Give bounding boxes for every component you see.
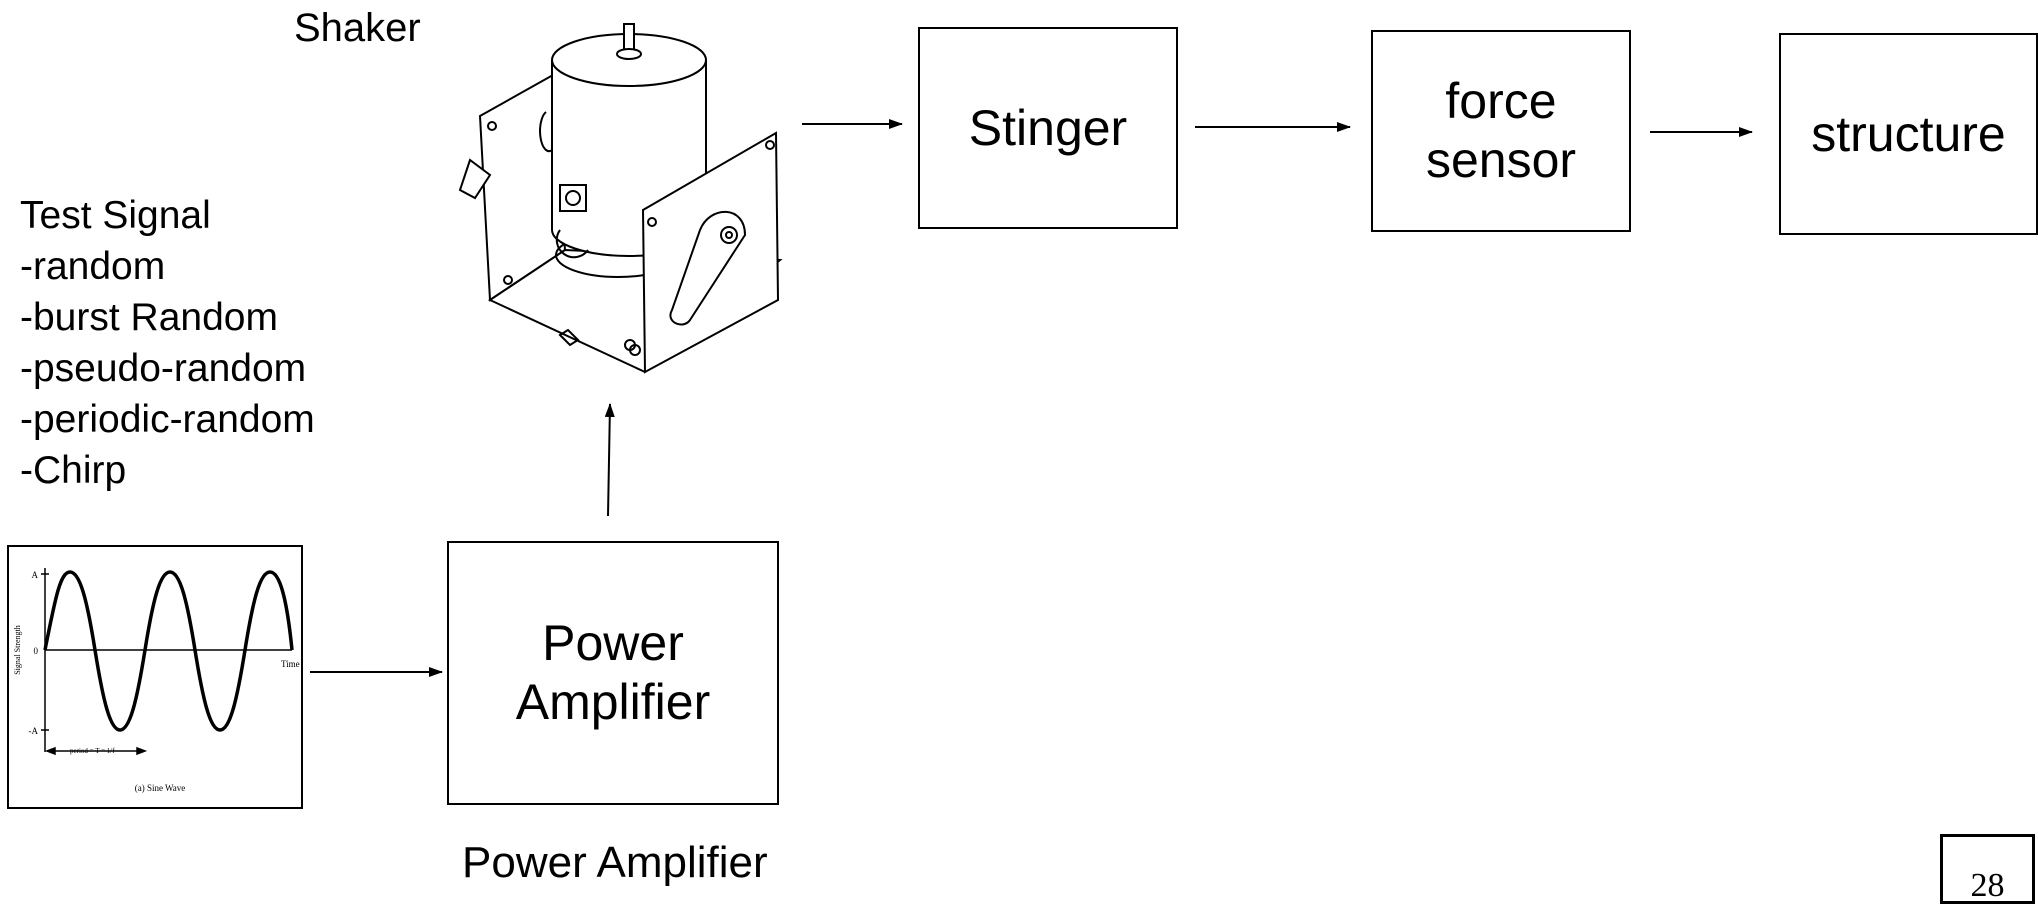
- sine-plot-axes: [41, 568, 292, 752]
- test-signal-heading: Test Signal: [20, 194, 211, 237]
- sine-wave-curve: [43, 570, 294, 732]
- sine-x-axis-label: Time: [281, 659, 300, 669]
- shaker-label: Shaker: [294, 6, 421, 50]
- period-indicator: [44, 746, 148, 756]
- test-signal-item: -periodic-random: [20, 398, 315, 441]
- sine-y-max-label: A: [32, 570, 39, 580]
- test-signal-list: Test Signal -random -burst Random -pseud…: [20, 190, 315, 496]
- test-signal-item: -burst Random: [20, 296, 278, 339]
- test-signal-item: -pseudo-random: [20, 347, 307, 390]
- sine-y-zero-label: 0: [34, 646, 39, 656]
- sine-plot-caption: (a) Sine Wave: [135, 783, 186, 793]
- test-signal-item: -random: [20, 245, 166, 288]
- test-signal-item: -Chirp: [20, 449, 127, 492]
- power-amplifier-label: Power Amplifier: [515, 615, 711, 730]
- sine-y-axis-label: Signal Strength: [13, 625, 22, 675]
- power-amplifier-box: Power Amplifier: [447, 541, 779, 805]
- arrow-amplifier-to-shaker: [604, 403, 615, 517]
- shaker-illustration: [458, 23, 783, 374]
- power-amplifier-caption: Power Amplifier: [462, 838, 768, 887]
- sine-period-label: period = T = 1/f: [70, 747, 115, 755]
- stinger-label: Stinger: [968, 99, 1128, 156]
- page-number: 28: [1940, 834, 2035, 904]
- structure-box: structure: [1779, 33, 2038, 235]
- stinger-box: Stinger: [918, 27, 1178, 229]
- force-sensor-label: force sensor: [1425, 73, 1577, 188]
- sine-y-min-label: -A: [29, 726, 39, 736]
- structure-label: structure: [1811, 105, 2006, 162]
- force-sensor-box: force sensor: [1371, 30, 1631, 232]
